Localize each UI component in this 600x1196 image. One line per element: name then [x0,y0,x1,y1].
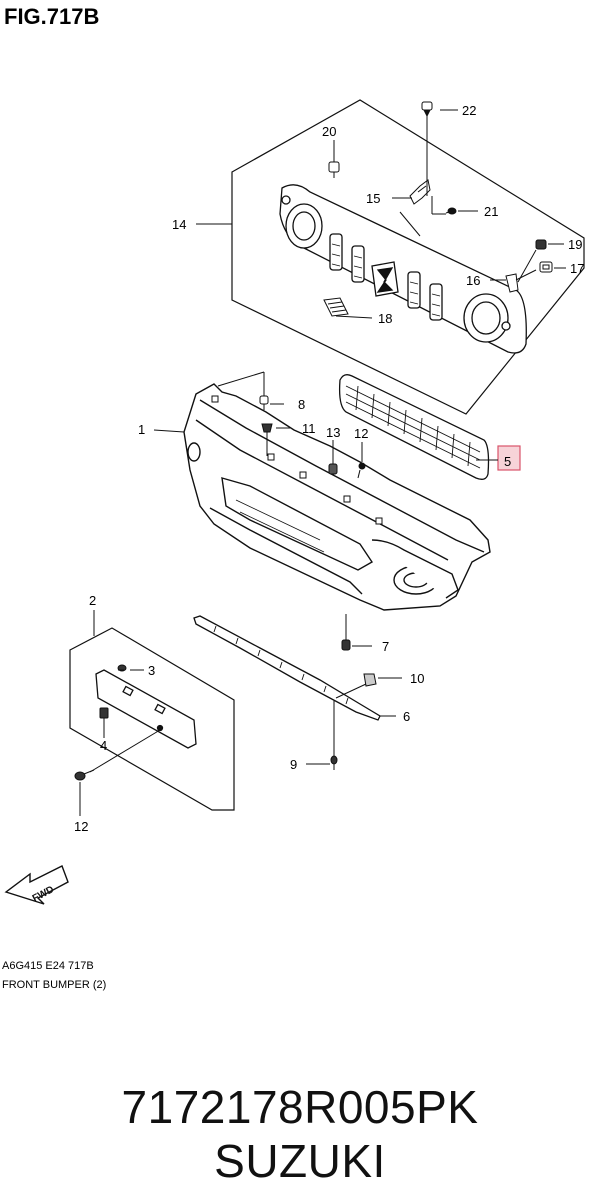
nut-19[interactable] [535,239,547,250]
callout-15: 15 [366,191,380,206]
clip-8[interactable] [259,395,269,410]
bracket-16[interactable] [505,273,519,293]
callout-12-lower: 12 [74,819,88,834]
license-plate-bracket[interactable] [95,669,197,749]
clip-7[interactable] [341,639,351,651]
figure-title: FIG.717B [4,4,99,29]
screw-9[interactable] [330,755,338,770]
callout-10: 10 [410,671,424,686]
callout-21: 21 [484,204,498,219]
emblem-part[interactable] [323,297,349,317]
callout-highlight-5 [497,445,521,471]
callout-19: 19 [568,237,582,252]
lower-lip-spoiler[interactable] [193,615,381,721]
callout-11: 11 [302,421,316,436]
nut-4[interactable] [99,707,109,719]
callout-9: 9 [290,757,297,772]
screw-3[interactable] [117,664,127,672]
clip-13[interactable] [328,463,338,475]
callout-7: 7 [382,639,389,654]
callout-13: 13 [326,425,340,440]
leader-lines-upper [196,109,566,319]
lower-grille-insert[interactable] [338,374,490,480]
clip-20[interactable] [328,161,340,178]
forward-direction-arrow: FWD [4,865,69,905]
screw-12-upper[interactable] [357,462,366,479]
leader-lines-lower [79,669,161,816]
callout-3: 3 [148,663,155,678]
callout-2: 2 [89,593,96,608]
brand-name: SUZUKI [214,1135,386,1187]
front-bumper[interactable] [183,383,491,611]
diagram-name: FRONT BUMPER (2) [2,979,106,991]
callout-1: 1 [138,422,145,437]
part-number: 7172178R005PK [121,1081,479,1133]
diagram-code: A6G415 E24 717B [2,960,94,972]
clip-17[interactable] [539,261,553,273]
screw-12-lower[interactable] [74,769,95,781]
callout-14: 14 [172,217,186,232]
callout-17: 17 [570,261,584,276]
callout-18: 18 [378,311,392,326]
callout-8: 8 [298,397,305,412]
nut-11[interactable] [261,423,273,440]
callout-12-upper: 12 [354,426,368,441]
bracket-15[interactable] [409,179,431,205]
clip-10[interactable] [363,673,377,687]
screw-21[interactable] [445,207,457,215]
part-number-line: 7172178R005PK SUZUKI [0,1080,600,1188]
grille-group-box [231,99,585,415]
callout-22: 22 [462,103,476,118]
callout-5: 5 [504,454,511,469]
callout-16: 16 [466,273,480,288]
parts-diagram: FIG.717B [2,4,585,991]
callout-20: 20 [322,124,336,139]
plate-group-box [69,627,235,811]
callout-6: 6 [403,709,410,724]
callout-4: 4 [100,738,107,753]
grommet-22[interactable] [421,101,433,118]
front-grille[interactable] [279,184,527,354]
leader-lines-middle [153,371,402,765]
